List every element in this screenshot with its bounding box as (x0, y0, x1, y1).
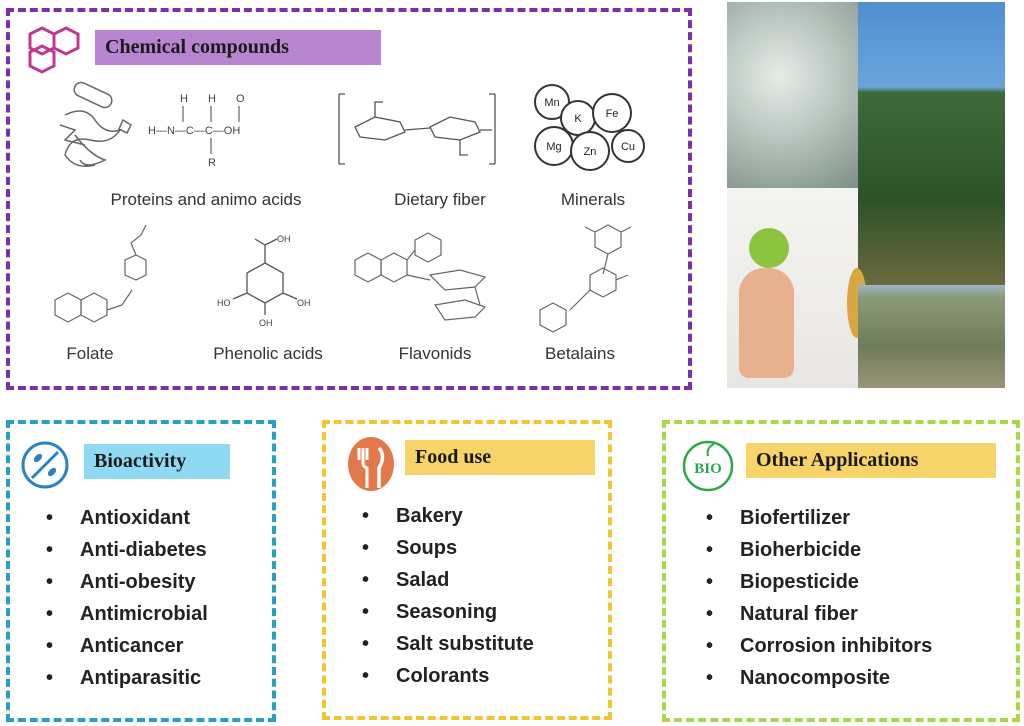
list-item: Anticancer (40, 630, 208, 662)
list-item: Antioxidant (40, 502, 208, 534)
photo-tree-sky (858, 2, 1005, 285)
svg-text:R: R (208, 157, 216, 169)
list-item: Biopesticide (700, 566, 932, 598)
mineral-k: K (574, 113, 582, 125)
list-item: Salad (356, 564, 534, 596)
list-item: Antiparasitic (40, 662, 208, 694)
svg-text:OH: OH (277, 234, 291, 244)
bio-icon: BIO (682, 440, 734, 492)
hand (739, 268, 794, 378)
list-item: Biofertilizer (700, 502, 932, 534)
svg-text:O: O (236, 93, 245, 105)
mineral-mg: Mg (546, 141, 561, 153)
svg-text:OH: OH (259, 318, 273, 328)
list-item: Natural fiber (700, 598, 932, 630)
label-folate: Folate (66, 344, 114, 363)
list-item: Colorants (356, 660, 534, 692)
list-item: Anti-obesity (40, 566, 208, 598)
seedling (749, 228, 789, 268)
food-use-list: Bakery Soups Salad Seasoning Salt substi… (356, 500, 534, 692)
molecule-icon (28, 26, 80, 74)
svg-text:HO: HO (217, 298, 231, 308)
other-applications-list: Biofertilizer Bioherbicide Biopesticide … (700, 502, 932, 694)
mineral-mn: Mn (544, 97, 559, 109)
other-applications-panel (662, 420, 1020, 722)
list-item: Nanocomposite (700, 662, 932, 694)
list-item: Soups (356, 532, 534, 564)
microbe-icon (21, 441, 69, 489)
other-applications-header: Other Applications (746, 443, 996, 478)
bioactivity-panel (6, 420, 276, 722)
list-item: Bioherbicide (700, 534, 932, 566)
list-item: Bakery (356, 500, 534, 532)
label-phenolic-acids: Phenolic acids (213, 344, 323, 363)
label-minerals: Minerals (560, 190, 626, 209)
chemical-compounds-panel (6, 8, 692, 390)
mineral-fe: Fe (606, 108, 619, 120)
photo-frosted-plant (727, 2, 858, 188)
label-dietary-fiber: Dietary fiber (394, 190, 486, 209)
list-item: Seasoning (356, 596, 534, 628)
label-proteins: Proteins and animo acids (110, 190, 302, 209)
list-item: Anti-diabetes (40, 534, 208, 566)
chemical-compounds-header: Chemical compounds (95, 30, 381, 65)
svg-text:H: H (180, 93, 188, 105)
bioactivity-list: Antioxidant Anti-diabetes Anti-obesity A… (40, 502, 208, 694)
phenolic-acid-structure: OH OH HO OH (217, 234, 311, 328)
list-item: Salt substitute (356, 628, 534, 660)
betalain-structure (539, 224, 632, 333)
photo-shrubs (858, 285, 1005, 388)
minerals-icon: Mn K Fe Mg Zn Cu (534, 84, 645, 171)
mineral-cu: Cu (621, 141, 635, 153)
svg-text:H: H (208, 93, 216, 105)
fork-knife-icon (348, 437, 394, 491)
list-item: Antimicrobial (40, 598, 208, 630)
flavonoid-structure (354, 232, 487, 321)
dietary-fiber-structure (338, 93, 496, 165)
protein-structure-icon (59, 81, 132, 167)
photo-hand-seedling (727, 188, 867, 388)
bio-icon-text: BIO (694, 461, 722, 477)
label-flavonids: Flavonids (398, 344, 472, 363)
mineral-zn: Zn (584, 146, 597, 158)
amino-acid-structure: H—N—C—C—OH H H O R (148, 93, 245, 169)
svg-text:H—N—C—C—OH: H—N—C—C—OH (148, 125, 240, 137)
bioactivity-header: Bioactivity (84, 444, 230, 479)
folate-structure (54, 224, 147, 323)
list-item: Corrosion inhibitors (700, 630, 932, 662)
label-betalains: Betalains (545, 344, 615, 363)
svg-text:OH: OH (297, 298, 311, 308)
food-use-header: Food use (405, 440, 595, 475)
food-use-panel (322, 420, 612, 720)
